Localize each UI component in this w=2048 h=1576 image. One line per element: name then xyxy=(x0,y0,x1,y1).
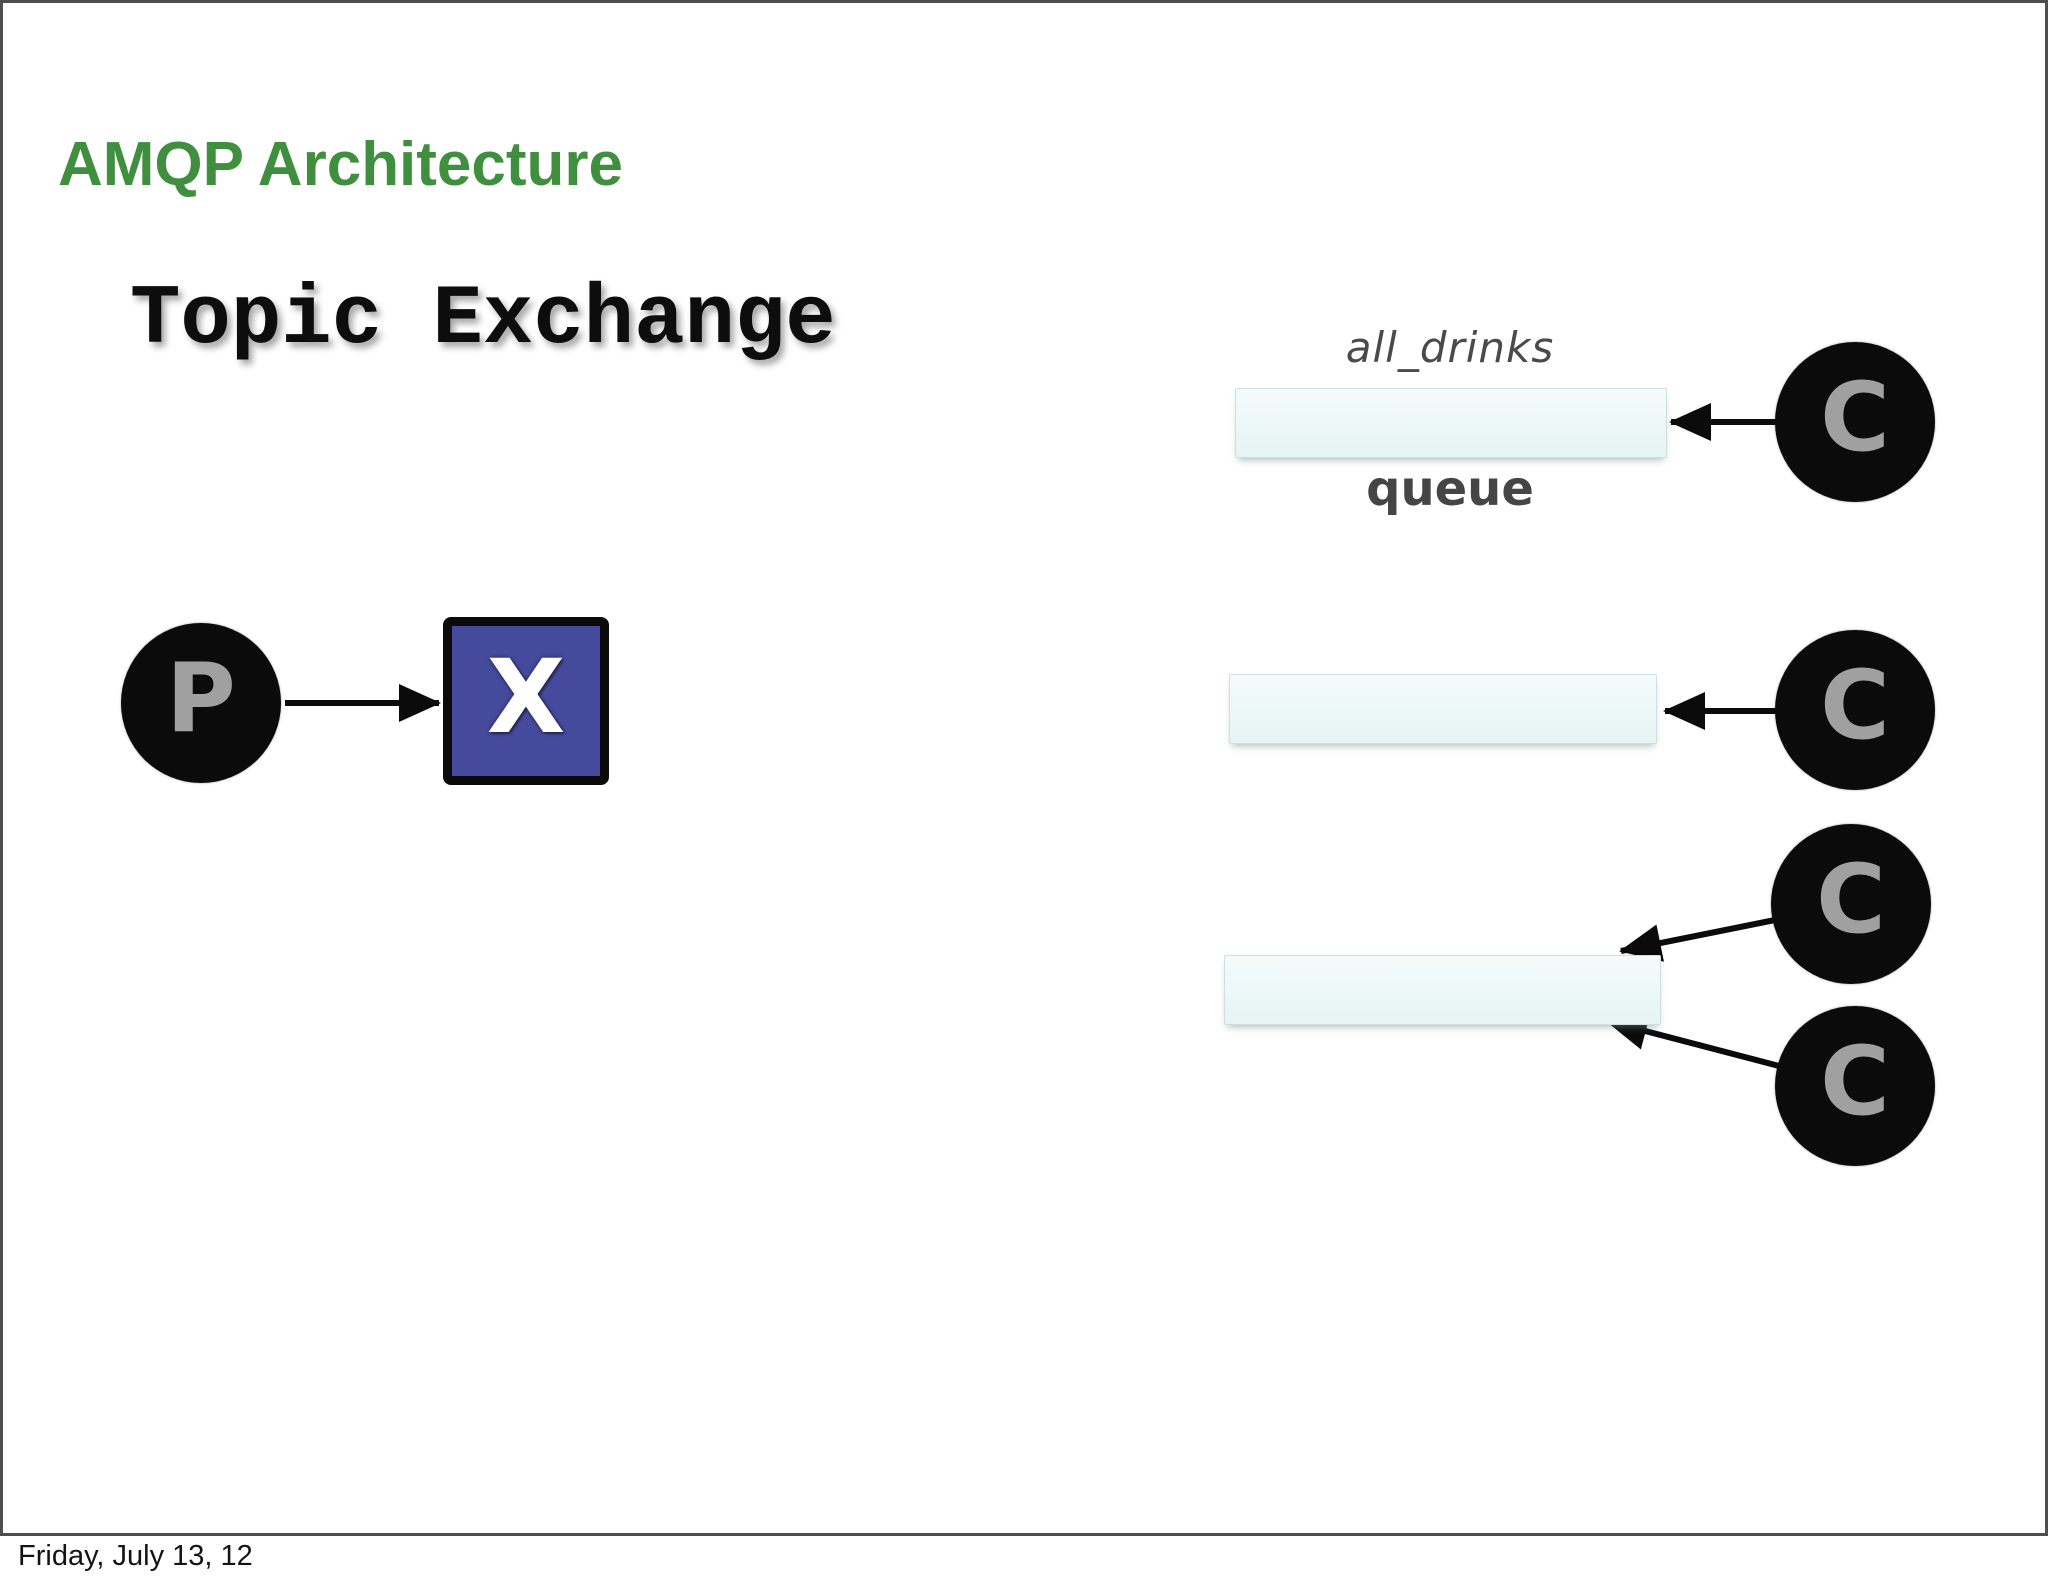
queue3-box xyxy=(1224,955,1661,1025)
exchange-label: X xyxy=(486,638,566,757)
consumer1-label: C xyxy=(1820,362,1890,473)
slide-title: AMQP Architecture xyxy=(58,130,624,199)
arrow-consumer4-to-queue3 xyxy=(1605,1012,1780,1069)
exchange-node: X xyxy=(443,617,609,785)
queue1-box xyxy=(1235,388,1667,458)
slide-canvas: AMQP Architecture Topic Exchange P X all… xyxy=(0,0,2048,1536)
consumer4-node: C xyxy=(1775,1006,1935,1166)
consumer2-node: C xyxy=(1775,630,1935,790)
arrow-consumer3-to-queue3 xyxy=(1619,917,1776,962)
diagram-heading: Topic Exchange xyxy=(130,273,836,368)
consumer2-label: C xyxy=(1820,650,1890,761)
consumer4-label: C xyxy=(1820,1026,1890,1137)
arrow-layer xyxy=(285,403,1780,1069)
queue1-name-label: all_drinks xyxy=(1345,323,1555,372)
consumer1-node: C xyxy=(1775,342,1935,502)
consumer3-node: C xyxy=(1771,824,1931,984)
producer-node: P xyxy=(121,623,281,783)
queue1-caption: queue xyxy=(1366,461,1534,517)
producer-label: P xyxy=(166,643,236,754)
footer-date: Friday, July 13, 12 xyxy=(18,1540,253,1572)
consumer3-label: C xyxy=(1816,844,1886,955)
queue2-box xyxy=(1229,674,1657,744)
